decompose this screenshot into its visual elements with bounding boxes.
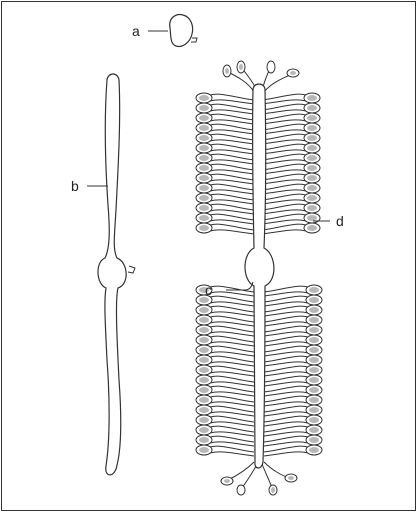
- structure-a: [170, 15, 197, 47]
- label-b: b: [71, 178, 79, 194]
- upper-branches-right: [262, 93, 320, 234]
- label-a: a: [132, 23, 140, 39]
- lower-branches-right: [264, 285, 322, 456]
- structure-branched-axis: [196, 61, 322, 495]
- label-d: d: [336, 213, 344, 229]
- leader-line-c: [226, 282, 253, 290]
- upper-branches-left: [196, 93, 254, 234]
- lower-branches-left: [196, 285, 254, 456]
- structure-b: [98, 74, 135, 475]
- central-axis: [245, 84, 274, 468]
- label-c: c: [205, 282, 212, 298]
